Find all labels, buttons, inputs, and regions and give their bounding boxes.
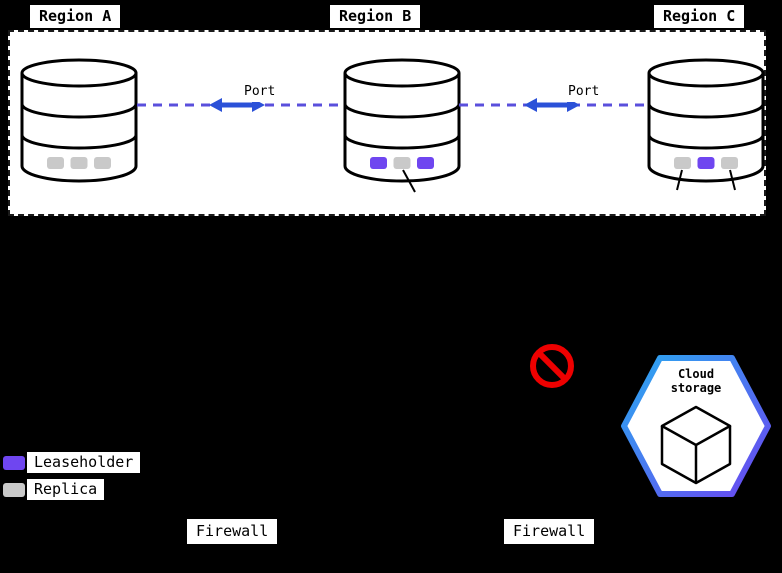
cloud-storage-hexagon: Cloud storage: [621, 355, 771, 497]
legend-replica-label: Replica: [27, 479, 105, 500]
database-icon: [343, 58, 461, 183]
legend-leaseholder-label: Leaseholder: [27, 452, 141, 473]
replica-marker: [393, 157, 411, 169]
port-label: Port: [236, 82, 284, 103]
port-label: Port: [560, 82, 608, 103]
cube-icon: [660, 405, 732, 485]
replica-marker: [70, 157, 88, 169]
replica-marker: [47, 157, 64, 169]
region-c-label: Region C: [652, 3, 747, 30]
leaseholder-swatch: [3, 456, 25, 470]
firewall-label: Firewall: [504, 519, 595, 544]
cloud-storage-label-line2: storage: [671, 381, 722, 395]
replica-swatch: [3, 483, 25, 497]
replica-marker: [94, 157, 111, 169]
database-icon: [647, 58, 765, 183]
region-b-label: Region B: [328, 3, 423, 30]
leaseholder-marker: [697, 157, 715, 169]
replica-marker: [674, 157, 691, 169]
leaseholder-marker: [370, 157, 387, 169]
cloud-storage-label-line1: Cloud: [678, 367, 714, 381]
firewall-label: Firewall: [187, 519, 278, 544]
region-a-label: Region A: [28, 3, 123, 30]
leaseholder-marker: [417, 157, 434, 169]
replica-marker: [721, 157, 738, 169]
no-entry-icon: [530, 344, 574, 388]
database-icon: [20, 58, 138, 183]
marker-leader-lines: [402, 169, 736, 193]
